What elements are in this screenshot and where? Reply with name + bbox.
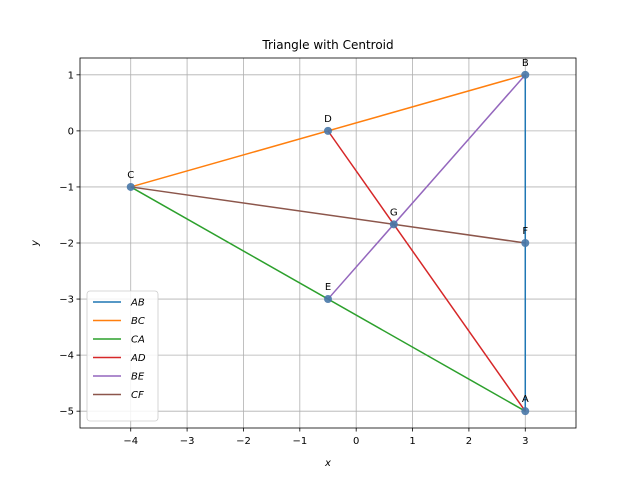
legend-label-be: BE xyxy=(131,372,145,383)
legend-label-ca: CA xyxy=(131,335,145,346)
x-tick-label: 1 xyxy=(409,436,415,447)
chart-title: Triangle with Centroid xyxy=(261,38,393,52)
y-tick-label: −5 xyxy=(59,407,74,418)
y-tick-label: −3 xyxy=(59,295,74,306)
series-line-ad xyxy=(327,130,526,412)
point-label-e: E xyxy=(325,282,331,293)
point-marker-g xyxy=(389,220,398,229)
series-line-be xyxy=(327,74,526,300)
y-axis-title: y xyxy=(30,239,41,247)
y-tick-label: −2 xyxy=(59,239,74,250)
y-tick-label: 0 xyxy=(68,126,74,137)
point-label-a: A xyxy=(522,394,529,405)
y-tick-label: −1 xyxy=(59,182,74,193)
legend-label-ab: AB xyxy=(130,298,145,309)
y-tick-label: 1 xyxy=(68,70,74,81)
y-tick-label: −4 xyxy=(59,351,74,362)
point-label-g: G xyxy=(390,207,398,218)
point-marker-f xyxy=(521,239,530,247)
legend-label-bc: BC xyxy=(131,316,145,327)
x-tick-label: 2 xyxy=(466,436,472,447)
series-line-cf xyxy=(130,186,526,244)
legend-label-cf: CF xyxy=(131,390,144,401)
point-marker-a xyxy=(521,407,530,416)
x-tick-label: −4 xyxy=(123,436,138,447)
point-label-c: C xyxy=(127,170,134,181)
point-label-b: B xyxy=(522,58,529,69)
legend: AB BC CA AD BE CF xyxy=(86,290,159,422)
point-marker-b xyxy=(521,70,530,79)
point-label-d: D xyxy=(324,114,332,125)
x-tick-label: 0 xyxy=(353,436,359,447)
legend-label-ad: AD xyxy=(130,353,146,364)
point-label-f: F xyxy=(522,226,528,237)
x-tick-label: −1 xyxy=(292,436,307,447)
legend-box xyxy=(86,290,159,422)
axis-ticks: −4 −3 −2 −1 0 1 2 3 −5 −4 −3 −2 −1 0 1 xyxy=(59,70,528,447)
x-tick-label: −2 xyxy=(236,436,251,447)
data-points xyxy=(126,70,530,416)
x-tick-label: −3 xyxy=(180,436,195,447)
point-marker-c xyxy=(126,182,135,191)
point-marker-d xyxy=(324,126,332,135)
point-marker-e xyxy=(324,295,332,304)
x-axis-title: x xyxy=(324,458,331,469)
x-tick-label: 3 xyxy=(522,436,528,447)
